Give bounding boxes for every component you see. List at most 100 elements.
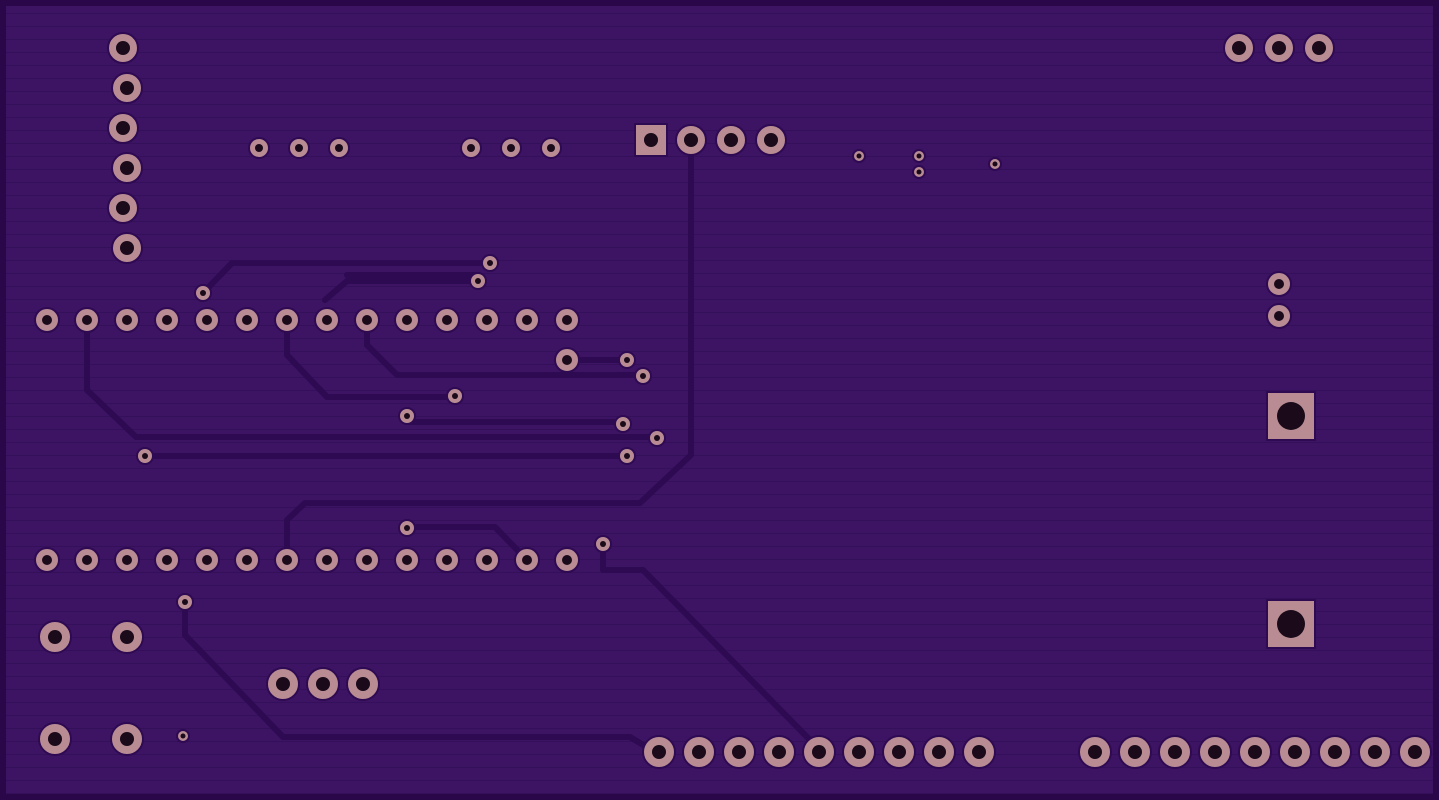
ic-pad-drill xyxy=(82,315,92,325)
header-pad-drill xyxy=(1208,745,1222,759)
ic-pad-drill xyxy=(522,555,532,565)
ic-pad-drill xyxy=(442,315,452,325)
small-pad-drill xyxy=(507,144,515,152)
pad-drill xyxy=(356,677,370,691)
pad-drill xyxy=(316,677,330,691)
ic-pad-drill xyxy=(562,555,572,565)
ic-pad-drill xyxy=(282,315,292,325)
ic-pad-drill xyxy=(42,555,52,565)
connector-pad-drill xyxy=(684,133,698,147)
header-pad-drill xyxy=(972,745,986,759)
via-drill xyxy=(452,393,458,399)
via-drill xyxy=(992,161,998,167)
via-drill xyxy=(856,153,862,159)
trace xyxy=(404,524,530,563)
connector-pad-drill xyxy=(764,133,778,147)
ic-pad-drill xyxy=(242,555,252,565)
ic-pad-drill xyxy=(82,555,92,565)
connector-pad-drill xyxy=(724,133,738,147)
ic-pad-drill xyxy=(122,555,132,565)
header-pad-drill xyxy=(116,41,130,55)
trace xyxy=(322,278,481,303)
header-pad-drill xyxy=(892,745,906,759)
header-pad-drill xyxy=(1328,745,1342,759)
ic-pad-drill xyxy=(162,315,172,325)
ic-pad-drill xyxy=(482,315,492,325)
trace xyxy=(84,317,660,440)
pad-drill xyxy=(120,630,134,644)
via-drill xyxy=(916,153,922,159)
header-pad-drill xyxy=(1408,745,1422,759)
via-drill xyxy=(624,453,630,459)
small-pad-drill xyxy=(335,144,343,152)
ic-pad-drill xyxy=(42,315,52,325)
pad-drill xyxy=(1274,279,1284,289)
via-drill xyxy=(620,421,626,427)
ic-pad-drill xyxy=(362,315,372,325)
via-drill xyxy=(180,733,186,739)
header-pad-drill xyxy=(120,161,134,175)
mount-pad-drill xyxy=(1277,402,1305,430)
header-pad-drill xyxy=(1088,745,1102,759)
trace xyxy=(284,317,458,400)
ic-pad-drill xyxy=(402,555,412,565)
small-pad-drill xyxy=(295,144,303,152)
header-pad-drill xyxy=(932,745,946,759)
via-drill xyxy=(600,541,606,547)
ic-pad-drill xyxy=(202,555,212,565)
pad-drill xyxy=(276,677,290,691)
via-drill xyxy=(916,169,922,175)
pad-drill xyxy=(1274,311,1284,321)
ic-pad-drill xyxy=(322,315,332,325)
header-pad-drill xyxy=(652,745,666,759)
ic-pad-drill xyxy=(402,315,412,325)
header-pad-drill xyxy=(120,241,134,255)
via-drill xyxy=(142,453,148,459)
header-pad-drill xyxy=(1368,745,1382,759)
trace xyxy=(182,599,658,755)
via-drill xyxy=(200,290,206,296)
header-pad-drill xyxy=(120,81,134,95)
via-drill xyxy=(624,357,630,363)
header-pad-drill xyxy=(1168,745,1182,759)
header-pad-drill xyxy=(772,745,786,759)
header-pad-drill xyxy=(1128,745,1142,759)
ic-pad-drill xyxy=(482,555,492,565)
via-drill xyxy=(404,413,410,419)
small-pad-drill xyxy=(547,144,555,152)
via-drill xyxy=(640,373,646,379)
pad-drill xyxy=(48,732,62,746)
trace xyxy=(284,137,694,563)
small-pad-drill xyxy=(255,144,263,152)
connector-pad-drill xyxy=(1232,41,1246,55)
trace xyxy=(200,260,493,296)
trace xyxy=(600,541,813,743)
ic-pad-drill xyxy=(122,315,132,325)
small-pad-drill xyxy=(467,144,475,152)
header-pad-drill xyxy=(692,745,706,759)
via-drill xyxy=(487,260,493,266)
square-pad-drill xyxy=(644,133,658,147)
pad-drill xyxy=(120,732,134,746)
ic-pad-drill xyxy=(322,555,332,565)
via-drill xyxy=(182,599,188,605)
mount-pad-drill xyxy=(1277,610,1305,638)
pads xyxy=(34,32,1432,769)
ic-pad-drill xyxy=(442,555,452,565)
header-pad-drill xyxy=(116,121,130,135)
connector-pad-drill xyxy=(1272,41,1286,55)
header-pad-drill xyxy=(812,745,826,759)
ic-pad-drill xyxy=(522,315,532,325)
pad-drill xyxy=(48,630,62,644)
via-drill xyxy=(475,278,481,284)
via-drill xyxy=(404,525,410,531)
ic-pad-drill xyxy=(362,555,372,565)
header-pad-drill xyxy=(1288,745,1302,759)
header-pad-drill xyxy=(1248,745,1262,759)
header-pad-drill xyxy=(116,201,130,215)
ic-pad-drill xyxy=(162,555,172,565)
ic-pad-drill xyxy=(562,315,572,325)
ic-pad-drill xyxy=(202,315,212,325)
via-drill xyxy=(654,435,660,441)
